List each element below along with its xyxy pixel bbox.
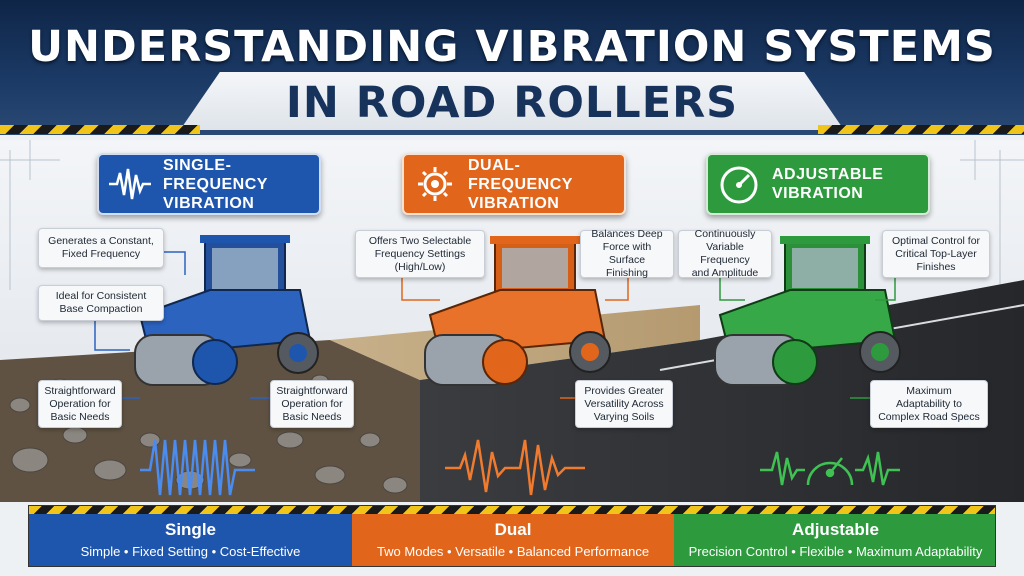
callout-dual-1: Offers Two Selectable Frequency Settings… <box>355 230 485 278</box>
summary-single: Single Simple • Fixed Setting • Cost-Eff… <box>29 514 352 566</box>
summary-adjustable-subtitle: Precision Control • Flexible • Maximum A… <box>688 544 983 559</box>
dual-frequency-heading: DUAL-FREQUENCY VIBRATION <box>468 156 573 212</box>
blue-roller <box>134 235 319 386</box>
title-card <box>180 72 844 130</box>
green-connectors <box>719 270 896 399</box>
callout-single-1: Generates a Constant, Fixed Frequency <box>38 228 164 268</box>
summary-single-title: Single <box>164 520 216 539</box>
hazard-stripe-right <box>818 125 1024 134</box>
summary-dual-subtitle: Two Modes • Versatile • Balanced Perform… <box>376 544 650 559</box>
callout-dual-3: Provides Greater Versatility Across Vary… <box>575 380 673 428</box>
wave-icon <box>109 168 151 200</box>
orange-roller <box>424 236 611 386</box>
dual-frequency-wave <box>445 439 585 496</box>
gear-wave-icon <box>418 167 452 201</box>
blueprint-lines <box>0 140 1024 300</box>
summary-dual-title: Dual <box>494 520 532 539</box>
summary-hazard-stripe <box>29 506 995 514</box>
orange-connectors <box>401 270 629 399</box>
callout-single-4: Straightforward Operation for Basic Need… <box>270 380 354 428</box>
callout-adjustable-1: Continuously Variable Frequency and Ampl… <box>678 228 772 279</box>
dual-frequency-badge: DUAL-FREQUENCY VIBRATION <box>402 153 626 215</box>
summary-adjustable-title: Adjustable <box>792 520 879 539</box>
adjustable-wave-gauge <box>760 451 900 486</box>
summary-adjustable: Adjustable Precision Control • Flexible … <box>674 514 995 566</box>
summary-single-subtitle: Simple • Fixed Setting • Cost-Effective <box>80 544 301 559</box>
adjustable-heading: ADJUSTABLE VIBRATION <box>772 166 884 202</box>
callout-adjustable-3: Maximum Adaptability to Complex Road Spe… <box>870 380 988 428</box>
single-frequency-badge: SINGLE-FREQUENCY VIBRATION <box>97 153 321 215</box>
title-line-1: UNDERSTANDING VIBRATION SYSTEMS <box>28 22 996 72</box>
hazard-stripe-left <box>0 125 200 134</box>
single-frequency-wave <box>140 439 255 496</box>
callout-single-3: Straightforward Operation for Basic Need… <box>38 380 122 428</box>
gauge-icon <box>720 166 758 204</box>
green-roller <box>714 236 901 386</box>
single-frequency-heading: SINGLE-FREQUENCY VIBRATION <box>163 156 268 212</box>
blue-connectors <box>94 251 270 399</box>
summary-dual: Dual Two Modes • Versatile • Balanced Pe… <box>352 514 674 566</box>
roller-scene: SINGLE-FREQUENCY VIBRATION DUAL-FREQUENC… <box>0 140 1024 502</box>
callout-adjustable-2: Optimal Control for Critical Top-Layer F… <box>882 230 990 278</box>
title-line-2: IN ROAD ROLLERS <box>285 78 739 128</box>
adjustable-badge: ADJUSTABLE VIBRATION <box>706 153 930 215</box>
callout-dual-2: Balances Deep Force with Surface Finishi… <box>580 228 674 279</box>
summary-bar: Single Simple • Fixed Setting • Cost-Eff… <box>28 505 996 567</box>
gravel-stones <box>9 374 408 494</box>
callout-single-2: Ideal for Consistent Base Compaction <box>38 285 164 321</box>
